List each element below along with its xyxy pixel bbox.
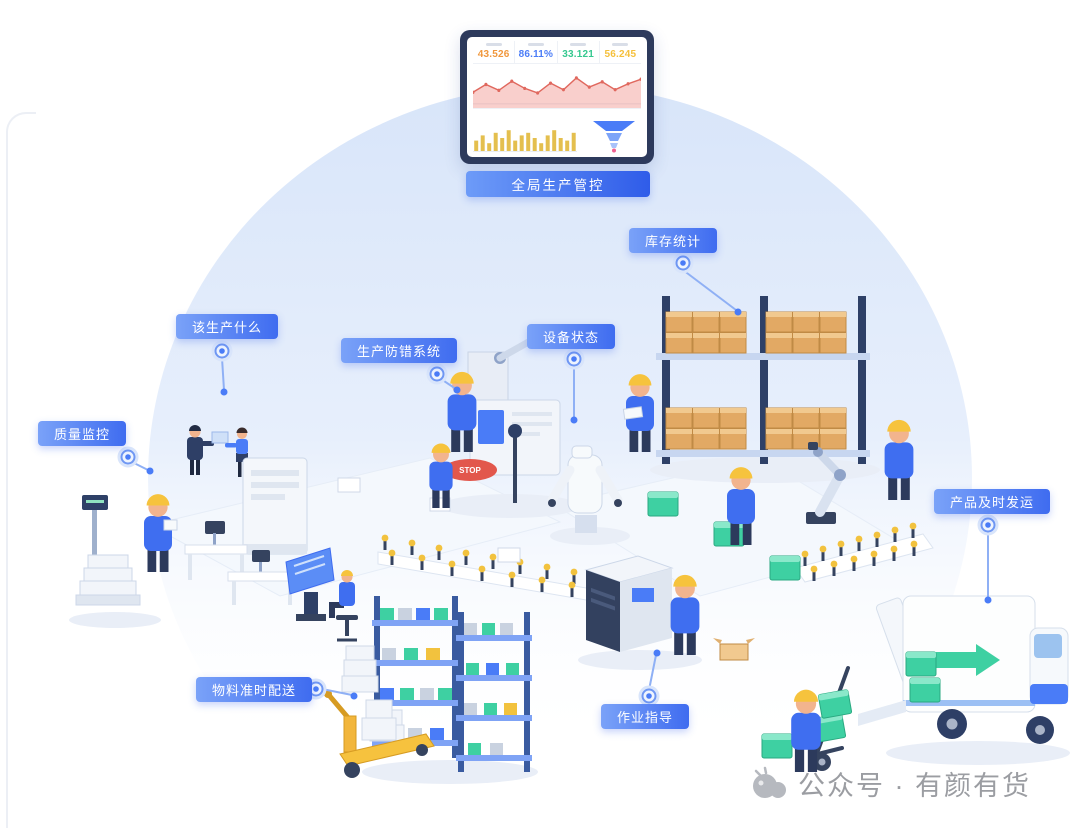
label-global-production-control: 全局生产管控 [466,171,650,197]
watermark-icon [753,766,786,798]
kpi-cell: 33.121 [558,41,600,63]
kpi-cell: 43.526 [473,41,516,63]
label-error-proofing-system: 生产防错系统 [341,338,458,363]
seated-operator [329,570,358,642]
workers [144,371,914,772]
label-timely-shipment: 产品及时发运 [934,489,1051,514]
mini-chart-row [473,108,641,153]
dashboard-screen: 43.526 86.11% 33.121 56.245 [467,37,647,157]
kpi-value: 33.121 [562,49,595,60]
truck-arrow [936,652,976,668]
watermark: 公众号 · 有颜有货 [750,764,1031,803]
label-equipment-status: 设备状态 [527,324,616,349]
kpi-value: 43.526 [477,49,510,60]
control-console [285,547,335,621]
kpi-cell: 56.245 [600,41,641,63]
manager-person [187,425,214,475]
open-carton [713,638,755,661]
label-quality-monitoring: 质量监控 [38,421,127,446]
material-shelf-b [456,612,532,772]
stop-button-label: STOP [459,466,481,475]
kpi-line-chart [473,76,641,108]
kpi-value: 56.245 [604,49,637,60]
label-material-delivery: 物料准时配送 [196,677,313,702]
pallet-jack [324,690,435,778]
handover-tablet [211,431,229,444]
kpi-caption-bar [612,43,629,46]
label-inventory-statistics: 库存统计 [629,228,718,253]
control-cabinet [242,457,308,555]
funnel-glyph [593,121,635,153]
kpi-caption-bar [570,43,587,46]
assembly-robot [547,445,623,533]
delivery-truck [858,595,1069,744]
kpi-cell: 86.11% [515,41,558,63]
kpi-caption-bar [485,43,502,46]
weighing-scale [75,495,141,606]
watermark-text: 公众号 · 有颜有货 [798,771,1031,801]
kpi-caption-bar [527,43,544,46]
kpi-bar-chart [473,130,577,152]
inspection-desk [184,521,248,580]
storage-rack [656,296,870,464]
instruction-machine [584,555,674,652]
kpi-value: 86.11% [518,49,554,60]
dashboard-monitor: 43.526 86.11% 33.121 56.245 [460,30,654,164]
label-work-instruction: 作业指导 [601,704,690,729]
object-shadows [69,457,1070,784]
card-edge [6,112,36,828]
connector-dots [117,252,999,707]
kpi-row: 43.526 86.11% 33.121 56.245 [473,41,641,64]
label-what-to-produce: 该生产什么 [176,314,279,339]
conveyor-right [794,522,934,583]
label-connectors [117,252,999,707]
robot-arm [806,442,846,524]
